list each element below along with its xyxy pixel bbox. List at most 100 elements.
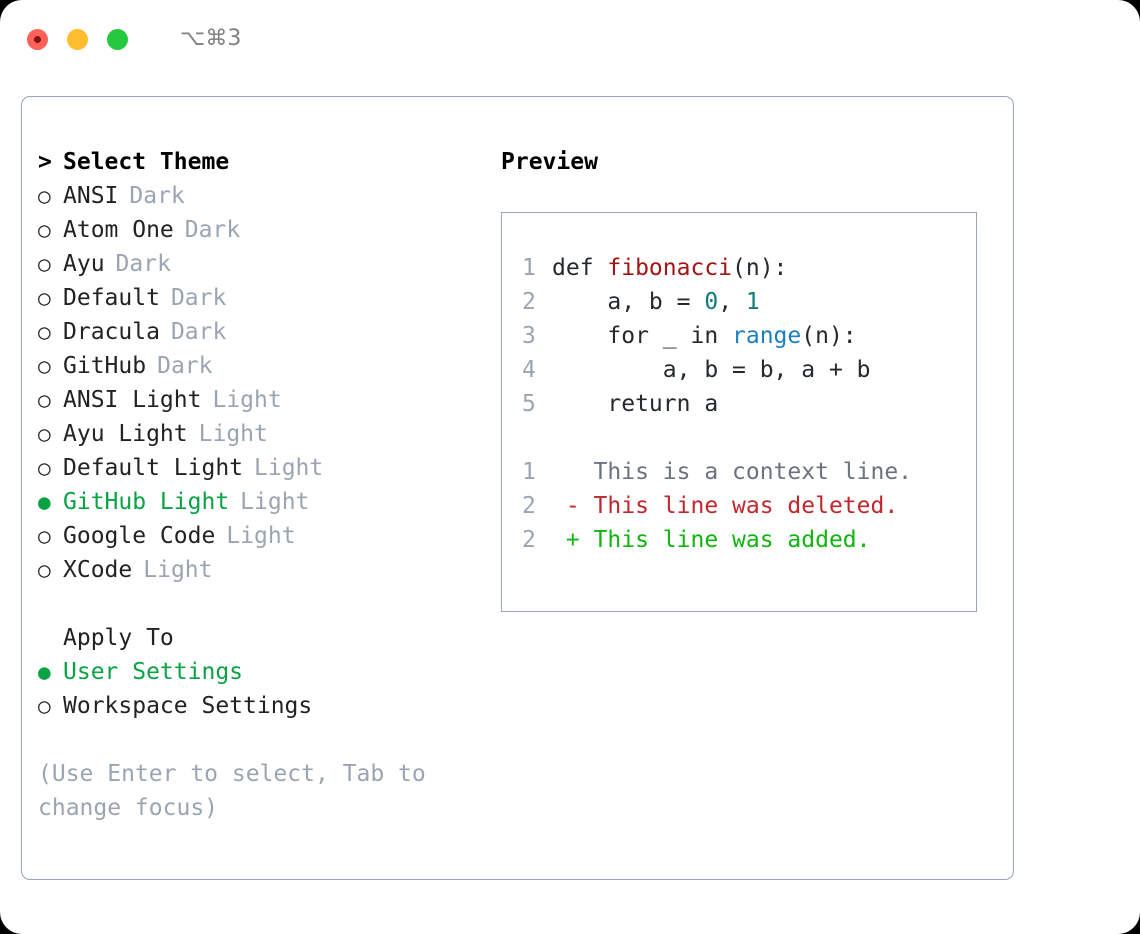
line-number: 2 (522, 289, 536, 315)
theme-option-label: Dracula (63, 319, 160, 345)
theme-option[interactable]: ○ Google Code Light (38, 519, 478, 553)
theme-option[interactable]: ○ Default Light Light (38, 451, 478, 485)
keyboard-shortcut-label: ⌥⌘3 (180, 26, 242, 51)
title-bar: ⌥⌘3 (0, 0, 1140, 78)
apply-to-option[interactable]: ○ Workspace Settings (38, 689, 478, 723)
apply-to-option-label: Workspace Settings (63, 693, 313, 719)
radio-selected-icon: ● (38, 490, 51, 514)
theme-option-tag: Dark (170, 285, 227, 311)
theme-option-tag: Light (226, 523, 296, 549)
theme-option-label: Default Light (63, 455, 244, 481)
radio-unselected-icon: ○ (38, 422, 51, 446)
code-token: 1 (745, 289, 760, 315)
maximize-button[interactable] (107, 28, 128, 50)
theme-option-tag: Light (143, 557, 213, 583)
code-line: 3 for _ in range(n): (522, 319, 976, 353)
keyboard-hint-text: (Use Enter to select, Tab to change focu… (38, 761, 426, 821)
apply-to-option-label: User Settings (63, 659, 244, 685)
radio-unselected-icon: ○ (38, 286, 51, 310)
radio-unselected-icon: ○ (38, 354, 51, 378)
radio-unselected-icon: ○ (38, 218, 51, 242)
code-token: a, b = (552, 289, 705, 315)
preview-title: Preview (501, 149, 598, 175)
diff-line-text: This is a context line. (552, 459, 913, 485)
theme-option[interactable]: ○ Default Dark (38, 281, 478, 315)
diff-line: 2 - This line was deleted. (522, 489, 976, 523)
code-line: 4 a, b = b, a + b (522, 353, 976, 387)
theme-list-header: > Select Theme (38, 145, 478, 179)
radio-unselected-icon: ○ (38, 320, 51, 344)
theme-option-tag: Light (212, 387, 282, 413)
apply-to-header: ○Apply To (38, 621, 478, 655)
radio-selected-icon: ● (38, 660, 51, 684)
diff-line-number: 2 (522, 493, 536, 519)
diff-sample: 1 This is a context line.2 - This line w… (522, 455, 976, 557)
diff-line-number: 1 (522, 459, 536, 485)
minimize-button[interactable] (67, 28, 88, 50)
code-token: return a (552, 391, 719, 417)
radio-unselected-icon: ○ (38, 524, 51, 548)
code-line: 2 a, b = 0, 1 (522, 285, 976, 319)
radio-unselected-icon: ○ (38, 456, 51, 480)
close-button[interactable] (27, 28, 48, 50)
theme-option-label: Ayu (63, 251, 105, 277)
theme-list-title: Select Theme (63, 149, 230, 175)
theme-option-tag: Dark (129, 183, 185, 209)
diff-line-text: + This line was added. (552, 527, 871, 553)
radio-unselected-icon: ○ (38, 184, 51, 208)
line-number: 5 (522, 391, 536, 417)
diff-line: 1 This is a context line. (522, 455, 976, 489)
theme-option-label: Ayu Light (63, 421, 188, 447)
theme-option[interactable]: ○ Ayu Dark (38, 247, 478, 281)
code-token: fibonacci (607, 255, 733, 281)
traffic-lights (27, 28, 128, 50)
code-token: (n): (732, 255, 788, 281)
diff-line: 2 + This line was added. (522, 523, 976, 557)
theme-option-tag: Dark (157, 353, 213, 379)
code-token: 0 (704, 289, 719, 315)
radio-unselected-icon: ○ (38, 252, 51, 276)
theme-option-tag: Dark (115, 251, 171, 277)
apply-to-title: Apply To (63, 625, 174, 651)
theme-option-tag: Light (254, 455, 324, 481)
apply-to-header-spacer: ○ (38, 621, 63, 655)
theme-option-tag: Dark (184, 217, 241, 243)
theme-option-label: ANSI Light (63, 387, 202, 413)
line-number: 3 (522, 323, 536, 349)
diff-line-text: - This line was deleted. (552, 493, 899, 519)
code-token: for _ in (552, 323, 733, 349)
radio-unselected-icon: ○ (38, 694, 51, 718)
line-number: 1 (522, 255, 536, 281)
theme-option-label: XCode (63, 557, 133, 583)
focus-caret-icon: > (38, 149, 52, 175)
diff-line-number: 2 (522, 527, 536, 553)
code-token: (n): (801, 323, 857, 349)
theme-option[interactable]: ○ ANSI Light Light (38, 383, 478, 417)
code-token: a, b = b, a + b (552, 357, 871, 383)
theme-option-label: GitHub Light (63, 489, 230, 515)
apply-to-option[interactable]: ● User Settings (38, 655, 478, 689)
theme-option-label: Google Code (63, 523, 216, 549)
section-spacer (38, 587, 478, 621)
line-number: 4 (522, 357, 536, 383)
code-line: 5 return a (522, 387, 976, 421)
apply-to-list[interactable]: ● User Settings ○ Workspace Settings (38, 655, 478, 723)
code-token: range (732, 323, 802, 349)
radio-unselected-icon: ○ (38, 388, 51, 412)
theme-option-label: Default (63, 285, 160, 311)
